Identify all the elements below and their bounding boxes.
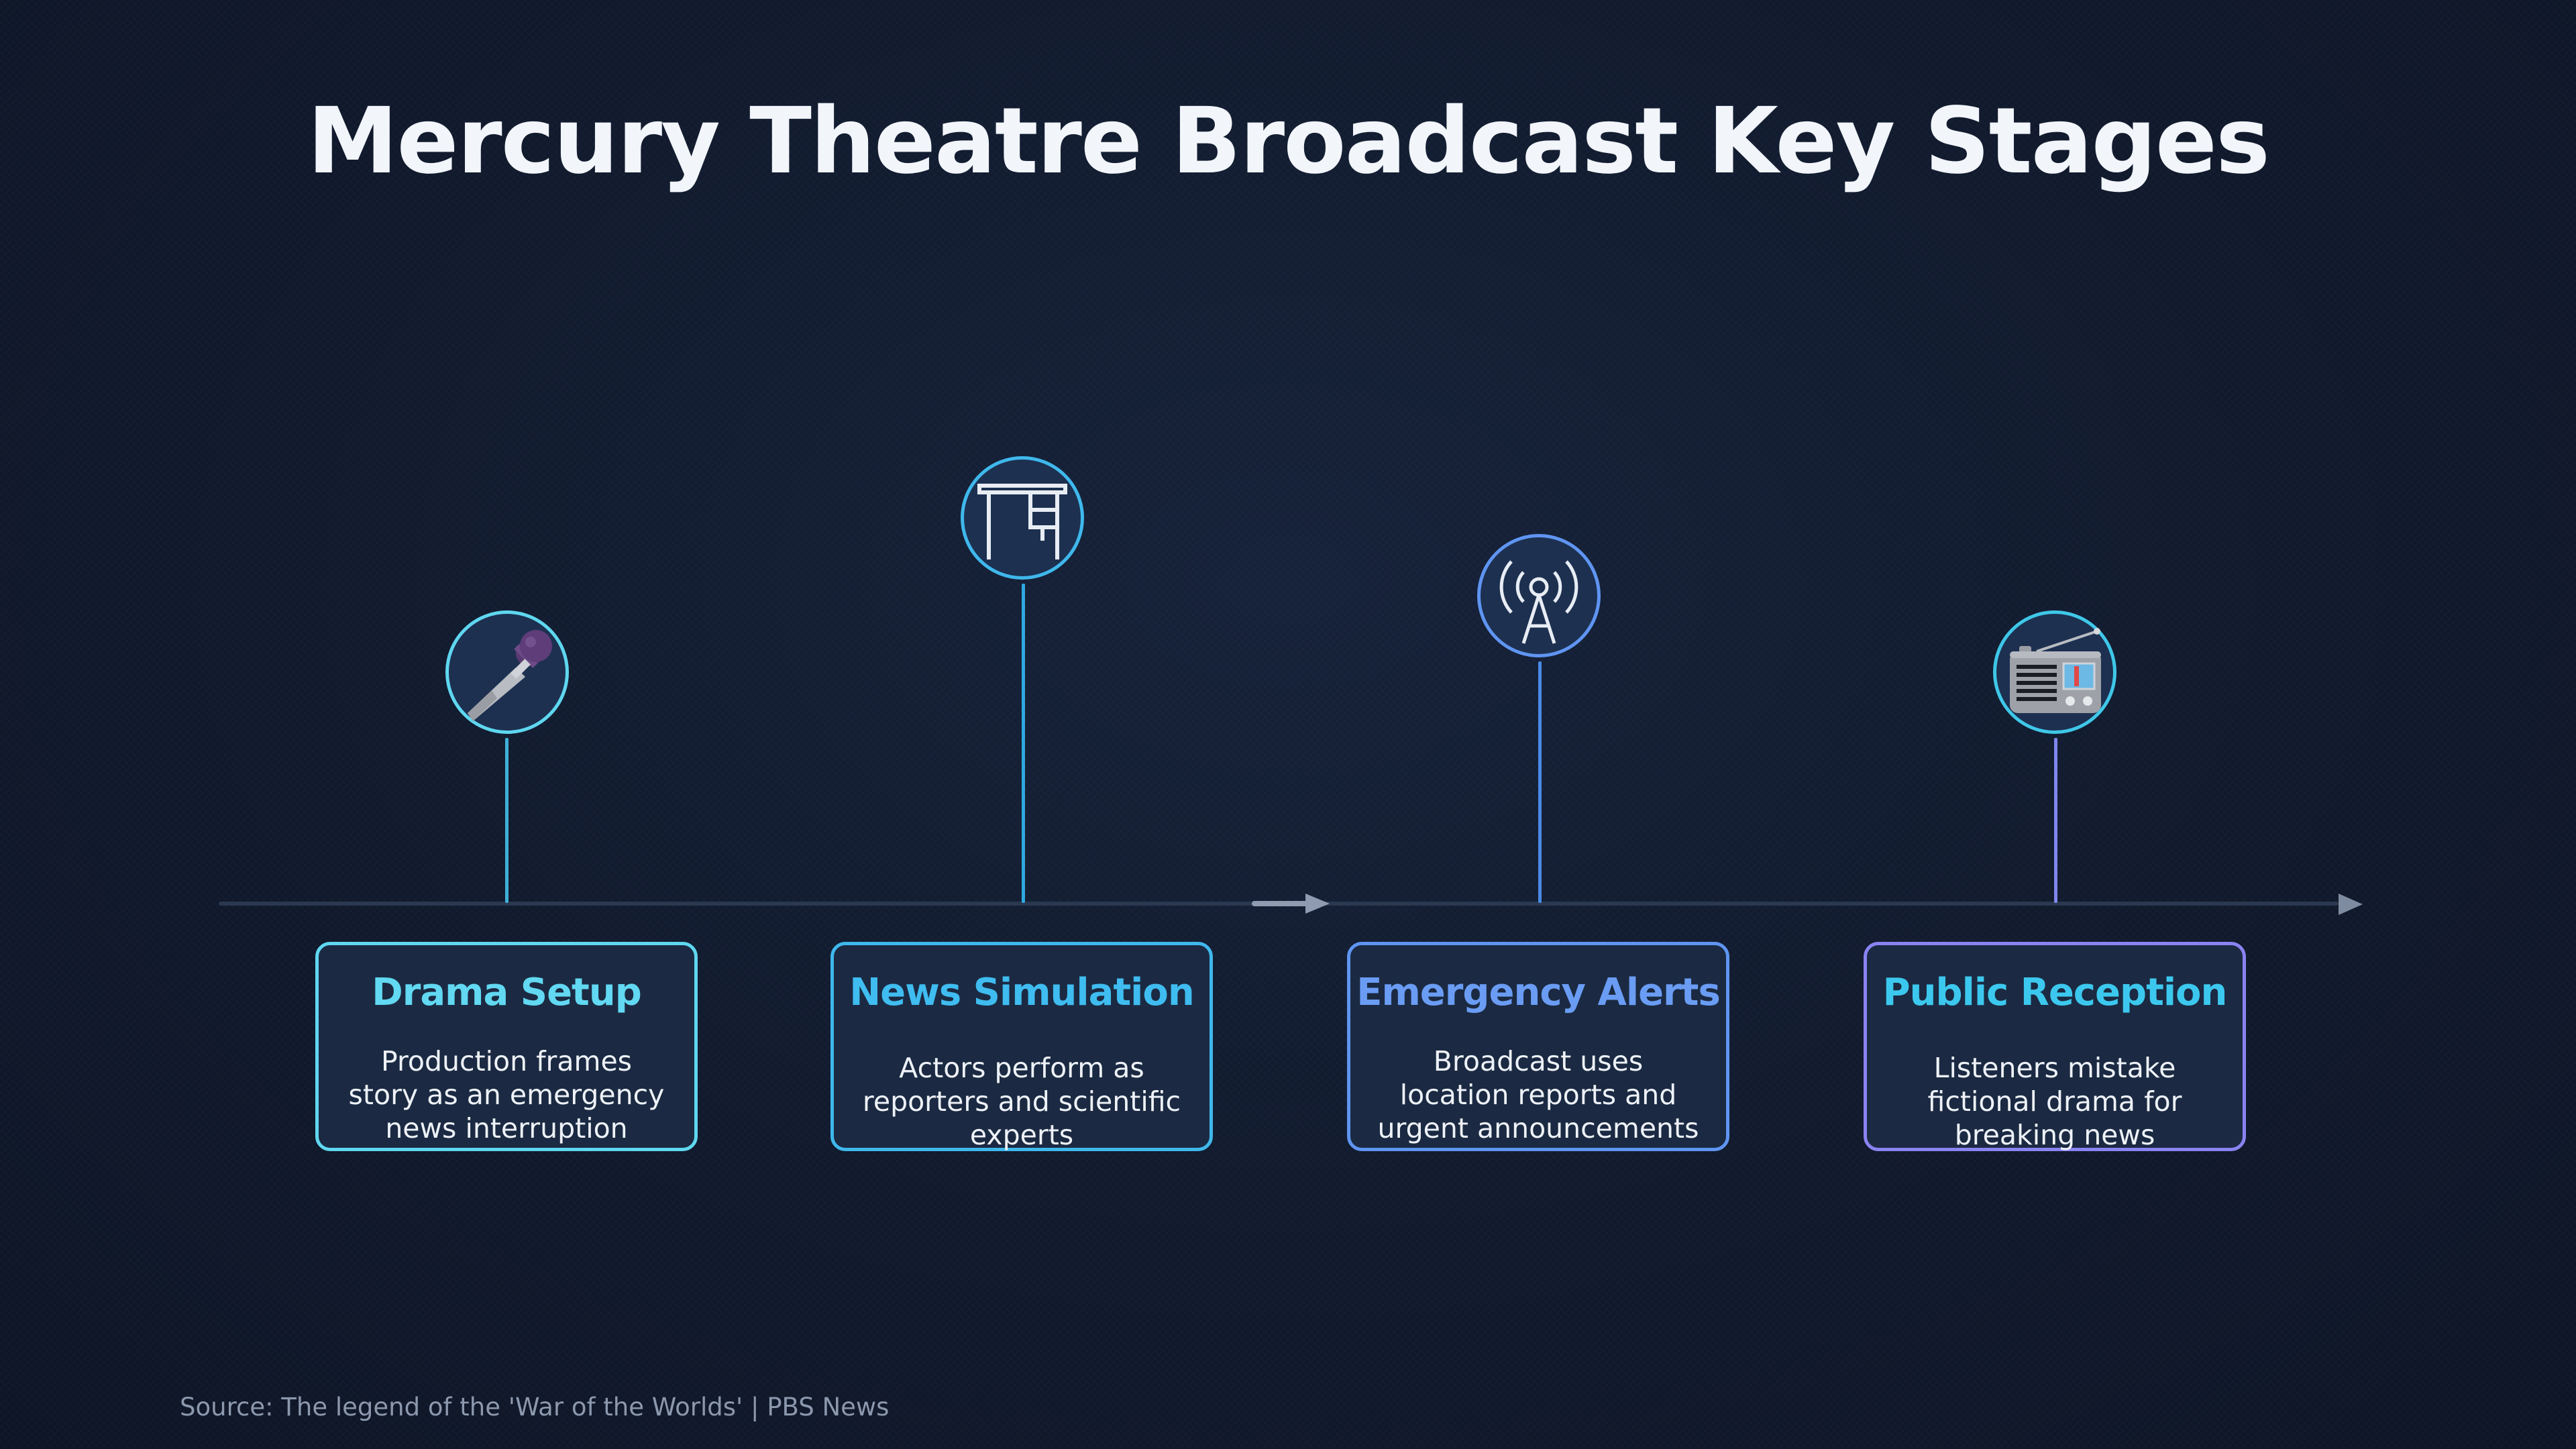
page-title: Mercury Theatre Broadcast Key Stages bbox=[307, 89, 2270, 195]
source-caption: Source: The legend of the 'War of the Wo… bbox=[180, 1393, 890, 1421]
stage-2-card: News Simulation Actors perform as report… bbox=[830, 942, 1213, 1151]
stage-3-stem bbox=[1538, 661, 1542, 903]
progress-arrow-head bbox=[1305, 894, 1330, 914]
timeline-arrowhead bbox=[2339, 894, 2363, 915]
stage-4-description: Listeners mistake fictional drama for br… bbox=[1927, 1052, 2182, 1151]
stage-1-description: Production frames story as an emergency … bbox=[348, 1045, 665, 1144]
stage-2-title: News Simulation bbox=[849, 971, 1194, 1014]
stage-4-node bbox=[1993, 610, 2116, 734]
microphone-icon bbox=[468, 630, 552, 721]
stage-3-description: Broadcast uses location reports and urge… bbox=[1377, 1045, 1699, 1144]
desk-icon bbox=[977, 484, 1067, 559]
stage-2-description: Actors perform as reporters and scientif… bbox=[862, 1052, 1181, 1151]
stage-2-stem bbox=[1022, 584, 1025, 903]
stage-1-node bbox=[445, 610, 569, 734]
progress-arrow-shaft bbox=[1252, 901, 1309, 906]
stage-2-node bbox=[961, 456, 1084, 580]
stage-1-stem bbox=[505, 738, 508, 903]
stage-3-node bbox=[1477, 534, 1601, 657]
radio-icon bbox=[2010, 628, 2101, 713]
antenna-tower-icon bbox=[1499, 560, 1578, 644]
stage-4-stem bbox=[2054, 738, 2057, 903]
stage-4-card: Public Reception Listeners mistake ficti… bbox=[1864, 942, 2246, 1151]
stage-1-card: Drama Setup Production frames story as a… bbox=[315, 942, 698, 1151]
stage-1-title: Drama Setup bbox=[372, 971, 642, 1014]
stage-4-title: Public Reception bbox=[1882, 971, 2228, 1014]
stage-3-card: Emergency Alerts Broadcast uses location… bbox=[1347, 942, 1729, 1151]
stage-3-title: Emergency Alerts bbox=[1356, 971, 1721, 1014]
